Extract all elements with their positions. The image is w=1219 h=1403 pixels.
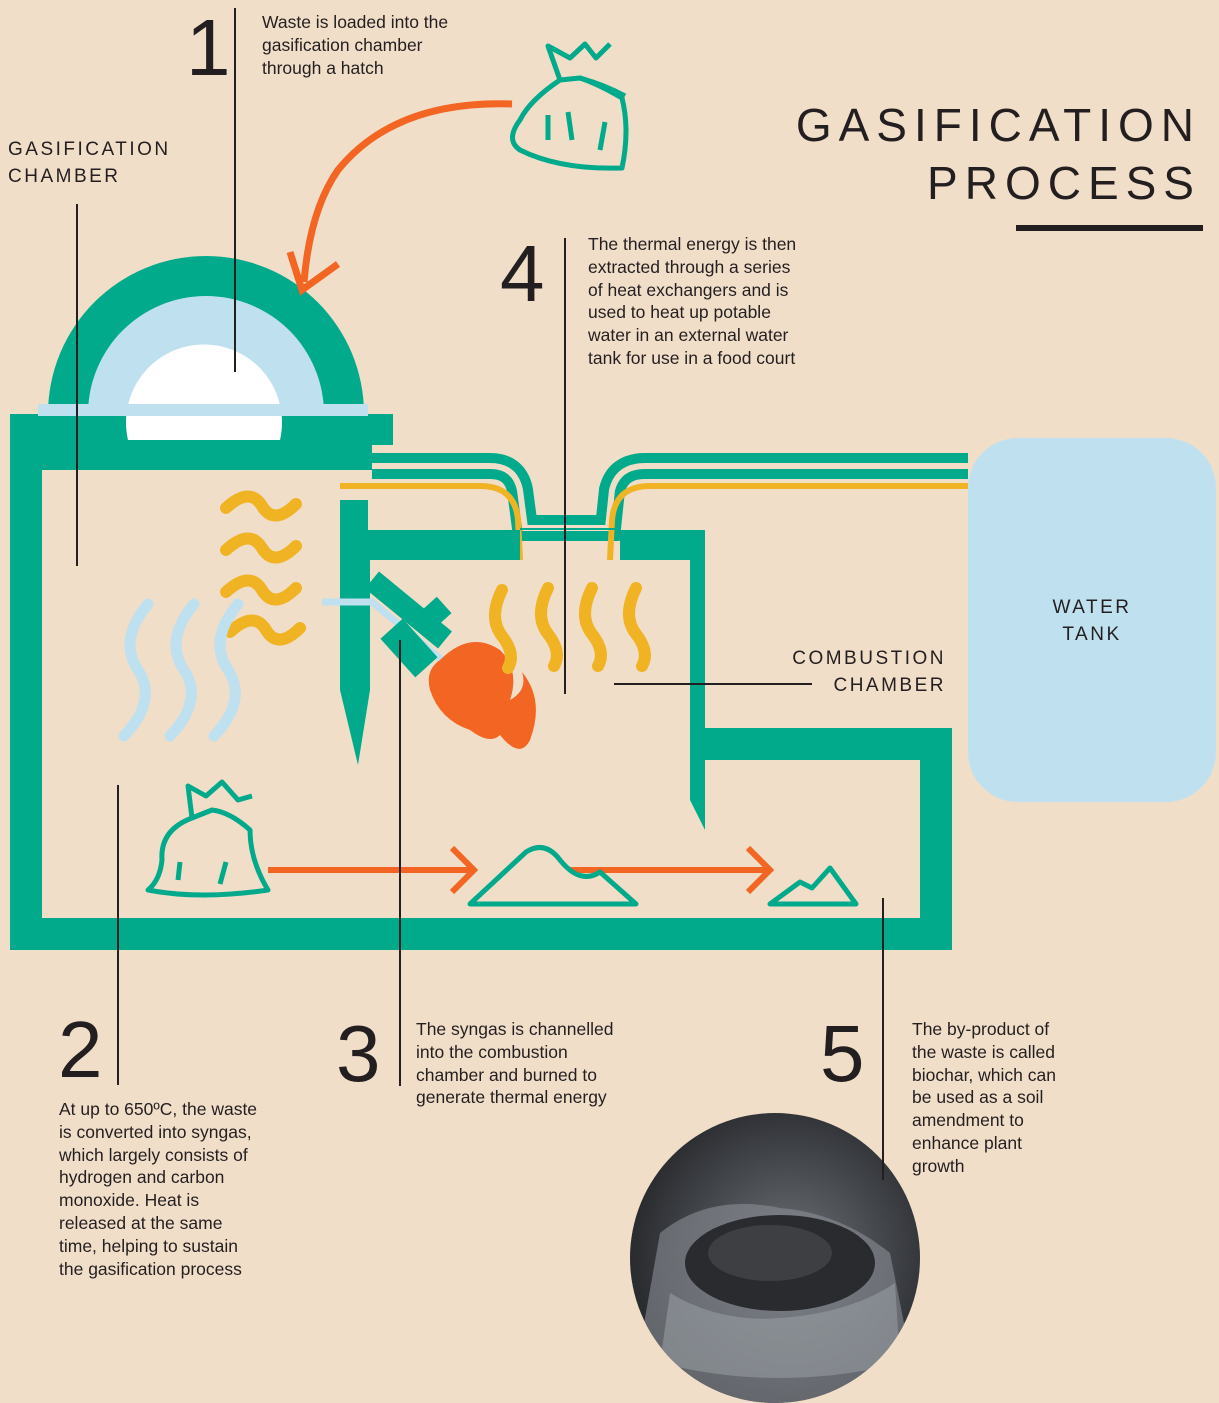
waste-bag-icon bbox=[145, 779, 271, 898]
step-3-description: The syngas is channelled into the combus… bbox=[416, 1019, 614, 1108]
water-tank-label: WATER TANK bbox=[1052, 597, 1132, 645]
biochar-photo bbox=[630, 1113, 920, 1403]
syngas-wave-icon bbox=[118, 598, 244, 742]
title-underline bbox=[1016, 225, 1203, 231]
water-tank bbox=[968, 438, 1216, 802]
gasification-diagram bbox=[10, 41, 1216, 950]
step-5-number: 5 bbox=[820, 1009, 865, 1098]
leader-line bbox=[234, 8, 236, 372]
step-2-description: At up to 650ºC, the waste is converted i… bbox=[59, 1099, 258, 1279]
leader-line bbox=[117, 785, 119, 1085]
leader-line bbox=[882, 898, 884, 1180]
combustion-chamber-label: COMBUSTION CHAMBER bbox=[792, 648, 946, 696]
step-1-description: Waste is loaded into the gasification ch… bbox=[262, 12, 449, 78]
combustion-chamber-wall bbox=[340, 500, 705, 830]
page-title: GASIFICATION PROCESS bbox=[795, 99, 1201, 209]
flame-icon bbox=[428, 642, 536, 749]
step-4-description: The thermal energy is then extracted thr… bbox=[588, 234, 797, 368]
waste-bag-icon bbox=[510, 41, 629, 171]
leader-line bbox=[399, 640, 401, 1086]
step-2-number: 2 bbox=[58, 1005, 103, 1094]
heat-wave-icon bbox=[220, 490, 651, 674]
loading-arrow bbox=[300, 100, 513, 283]
step-1-number: 1 bbox=[186, 3, 231, 92]
leader-line bbox=[614, 683, 812, 685]
step-3-number: 3 bbox=[336, 1009, 381, 1098]
step-4-number: 4 bbox=[500, 229, 545, 318]
leader-line bbox=[564, 238, 566, 694]
step-5-description: The by-product of the waste is called bi… bbox=[912, 1019, 1056, 1176]
leader-line bbox=[76, 204, 78, 566]
gasification-chamber-label: GASIFICATION CHAMBER bbox=[8, 139, 171, 187]
process-arrow bbox=[268, 845, 775, 895]
biochar-pile-icon bbox=[467, 845, 859, 907]
